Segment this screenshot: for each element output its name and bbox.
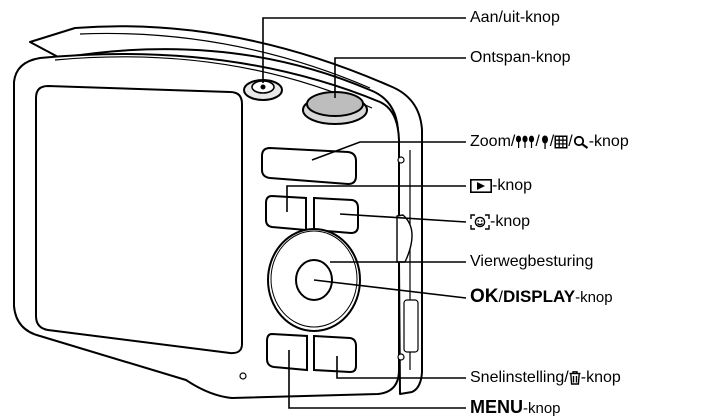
thumbnail-grid-icon	[554, 135, 568, 149]
ok-display-button-label: OK/DISPLAY-knop	[470, 286, 613, 307]
menu-label-suffix: -knop	[523, 400, 561, 417]
power-button-label: Aan/uit-knop	[470, 9, 560, 27]
face-detect-icon	[470, 214, 490, 230]
ok-label-text: OK	[470, 286, 499, 307]
playback-label-suffix: -knop	[492, 177, 533, 194]
ok-display-label-suffix: -knop	[575, 289, 613, 306]
lcd-screen	[35, 84, 243, 355]
shutter-button-label: Ontspan-knop	[470, 49, 571, 67]
shutter-label-text: Ontspan-knop	[470, 49, 571, 66]
zoom-label-prefix: Zoom/	[470, 133, 516, 150]
green-label-prefix: Snelinstelling/	[470, 369, 569, 386]
face-label-suffix: -knop	[490, 213, 531, 230]
wide-trees-icon	[516, 135, 535, 148]
face-detect-button-label: -knop	[470, 213, 530, 231]
zoom-lever[interactable]	[261, 146, 357, 186]
green-trash-button[interactable]	[313, 334, 357, 374]
power-button[interactable]	[243, 79, 283, 101]
menu-button[interactable]	[266, 332, 308, 372]
zoom-label-suffix: -knop	[588, 133, 629, 150]
green-trash-button-label: Snelinstelling/ -knop	[470, 369, 621, 387]
magnifier-icon	[573, 135, 588, 149]
display-label-text: DISPLAY	[502, 287, 576, 306]
trash-icon	[569, 370, 581, 385]
zoom-lever-label: Zoom/ / / / -knop	[470, 133, 629, 150]
playback-button-label: -knop	[470, 177, 532, 195]
four-way-controller-label: Vierwegbesturing	[470, 253, 593, 271]
power-label-text: Aan/uit-knop	[470, 9, 560, 26]
menu-label-text: MENU	[470, 397, 523, 417]
face-detect-button[interactable]	[313, 196, 359, 235]
playback-triangle-icon	[470, 178, 492, 193]
menu-button-label: MENU-knop	[470, 398, 561, 418]
green-label-suffix: -knop	[580, 369, 621, 386]
playback-button[interactable]	[265, 194, 307, 232]
shutter-button[interactable]	[302, 91, 368, 125]
leader-lines	[262, 17, 467, 409]
tele-tree-icon	[541, 135, 548, 149]
four-way-label-text: Vierwegbesturing	[470, 253, 594, 270]
